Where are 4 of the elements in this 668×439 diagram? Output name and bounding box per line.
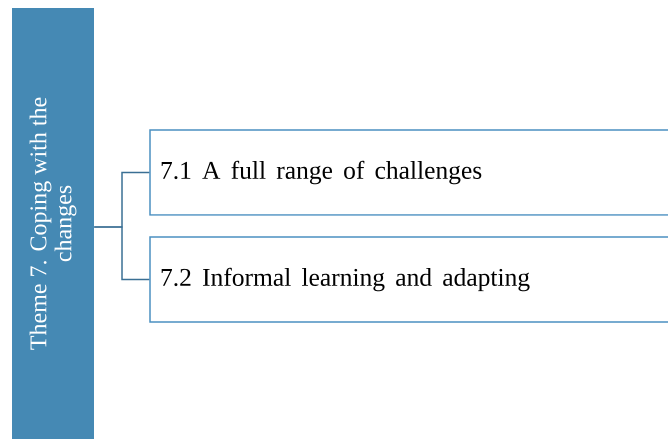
subtopic-box: 7.1 A full range of challenges bbox=[149, 129, 668, 216]
connector bbox=[94, 226, 150, 280]
theme-bar: Theme 7. Coping with the changes bbox=[12, 8, 94, 439]
subtopic-box: 7.2 Informal learning and adapting bbox=[149, 236, 668, 323]
